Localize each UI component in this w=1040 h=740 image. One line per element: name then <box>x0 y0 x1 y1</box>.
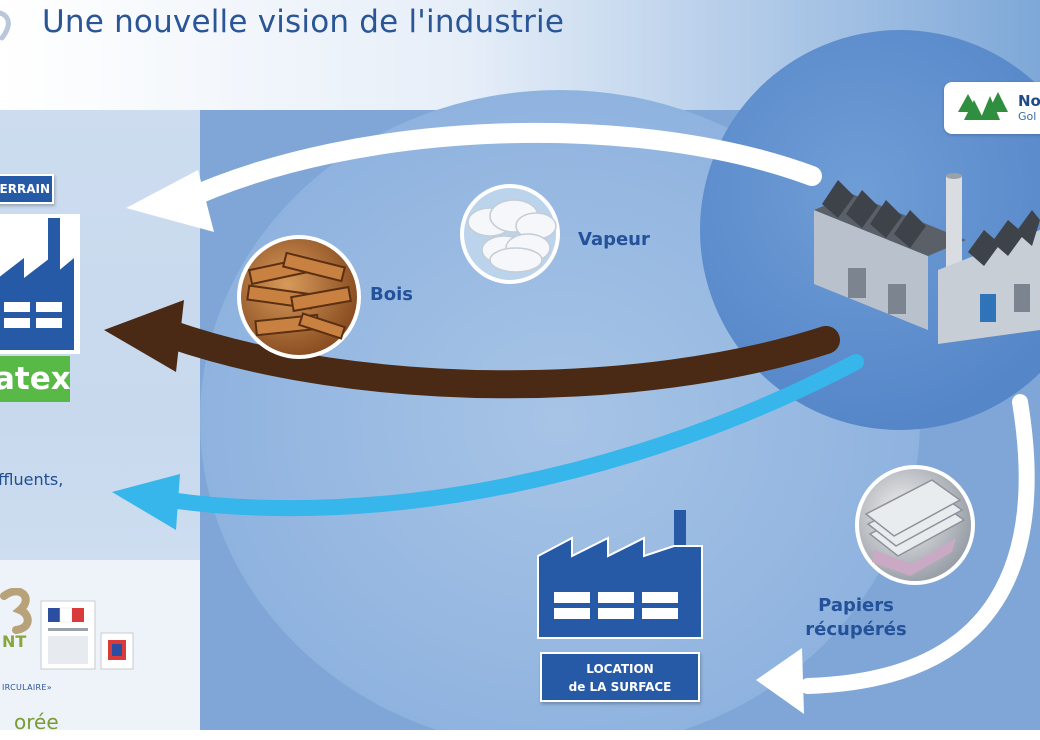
effluents-label: ffluents, <box>0 470 64 489</box>
paper-stack-icon <box>855 465 975 585</box>
company-badge: atex <box>0 356 70 402</box>
vapeur-label: Vapeur <box>578 229 650 250</box>
header-logo-icon <box>0 10 11 41</box>
papiers-label: Papiers récupérés <box>796 594 916 642</box>
location-label-line2: de LA SURFACE <box>568 680 672 694</box>
brand-logo: No Gol <box>944 82 1040 134</box>
brand-subtitle: Gol <box>1018 110 1037 123</box>
oree-logo-text: orée <box>14 710 59 734</box>
leaf-logo-icon <box>958 92 1008 120</box>
partner-logo-icon <box>0 588 32 634</box>
cloud-icon <box>460 184 560 284</box>
partner-logo-text: NT <box>2 632 27 651</box>
page-title: Une nouvelle vision de l'industrie <box>42 4 565 40</box>
paper-mill-icon <box>814 173 1040 344</box>
location-label-line1: LOCATION <box>586 662 654 676</box>
wood-logs-icon <box>237 235 361 359</box>
french-republic-logo-icon <box>40 600 96 670</box>
terrain-label-box: ERRAIN <box>0 174 54 204</box>
papiers-label-line2: récupérés <box>805 619 907 640</box>
bois-label: Bois <box>370 284 413 305</box>
factory-icon-bottom <box>537 510 703 639</box>
factory-icon <box>0 214 80 354</box>
location-label-box: LOCATION de LA SURFACE <box>540 652 700 702</box>
region-logo-icon <box>100 632 134 670</box>
circular-economy-text: IRCULAIRE» <box>2 683 52 692</box>
brand-name: No <box>1018 92 1040 110</box>
papiers-label-line1: Papiers <box>818 595 894 616</box>
